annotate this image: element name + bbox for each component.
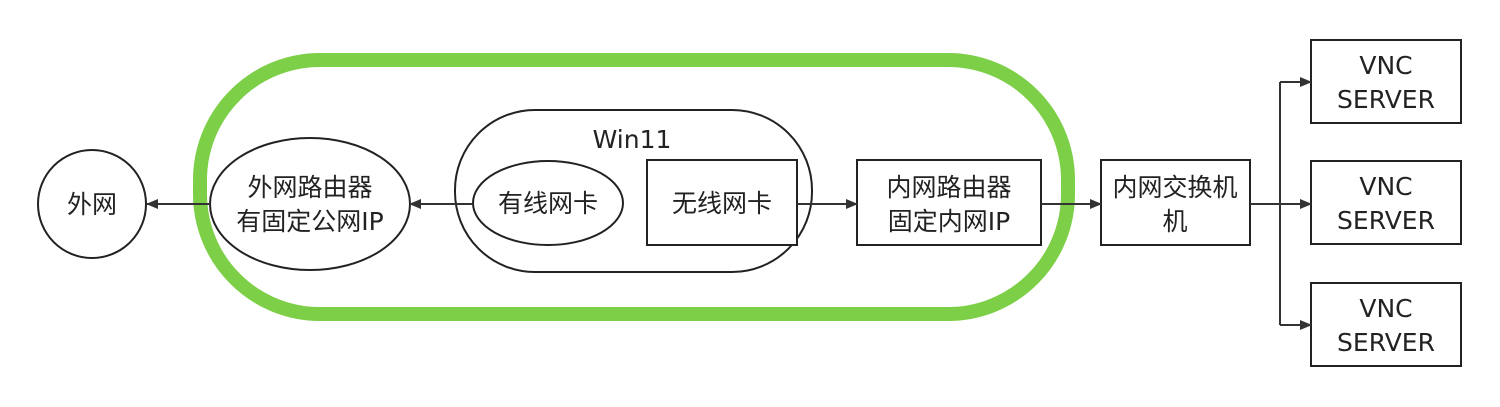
wireless-nic-label: 无线网卡 (672, 189, 772, 218)
lan-router-line1: 内网路由器 (886, 173, 1011, 202)
vnc-3-line2: SERVER (1337, 328, 1435, 357)
wan-router-line2: 有固定公网IP (236, 207, 383, 236)
node-wan-router: 外网路由器 有固定公网IP (209, 137, 411, 271)
vnc-1-line2: SERVER (1337, 85, 1435, 114)
node-internet: 外网 (37, 149, 147, 259)
node-vnc-server-1: VNC SERVER (1310, 39, 1462, 124)
node-vnc-server-2: VNC SERVER (1310, 160, 1462, 245)
lan-switch-line2: 机 (1162, 207, 1187, 236)
vnc-1-line1: VNC (1359, 51, 1412, 80)
lan-router-line2: 固定内网IP (888, 207, 1010, 236)
node-vnc-server-3: VNC SERVER (1310, 282, 1462, 367)
highlight-group (193, 53, 1075, 321)
node-internet-label: 外网 (67, 190, 117, 219)
wan-router-line1: 外网路由器 (247, 173, 372, 202)
win11-label: Win11 (593, 125, 672, 154)
wired-nic-label: 有线网卡 (498, 189, 598, 218)
node-lan-router: 内网路由器 固定内网IP (856, 159, 1042, 246)
node-lan-switch: 内网交换机 机 (1100, 159, 1251, 246)
vnc-2-line2: SERVER (1337, 206, 1435, 235)
edge-switch-trunk (1250, 82, 1281, 325)
vnc-3-line1: VNC (1359, 294, 1412, 323)
node-wireless-nic: 无线网卡 (646, 159, 798, 246)
vnc-2-line1: VNC (1359, 172, 1412, 201)
lan-switch-line1: 内网交换机 (1112, 173, 1237, 202)
node-wired-nic: 有线网卡 (472, 160, 624, 246)
